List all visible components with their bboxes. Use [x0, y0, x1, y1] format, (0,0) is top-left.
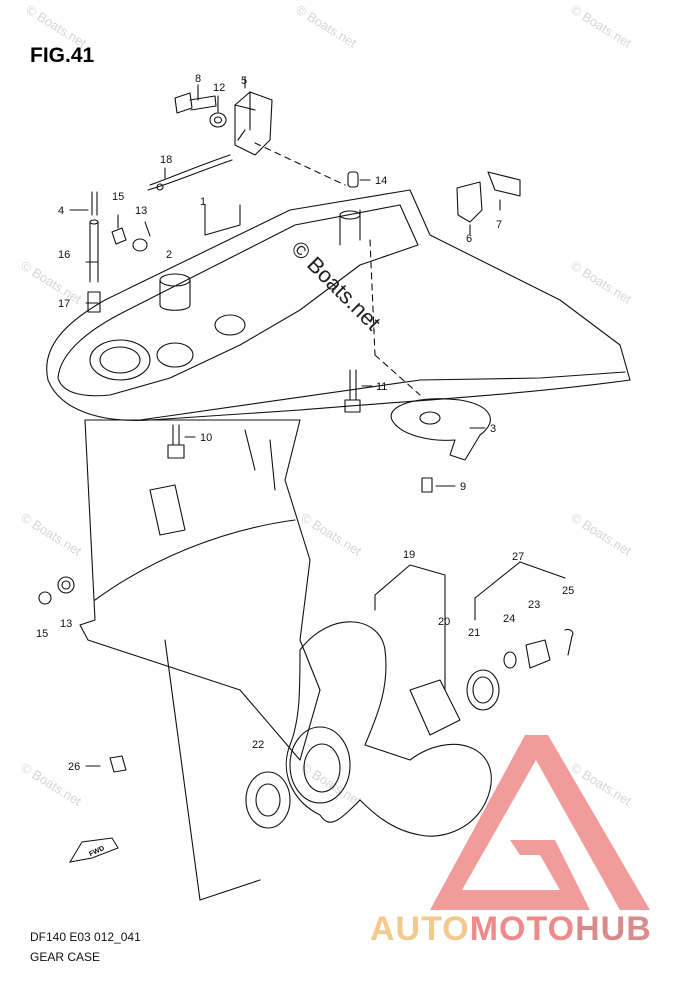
watermark: © Boats.net: [298, 510, 364, 559]
watermark: © Boats.net: [293, 2, 359, 51]
figure-code: DF140 E03 012_041: [30, 930, 141, 944]
callout-5: 5: [241, 75, 247, 87]
callout-1: 1: [200, 196, 206, 208]
watermark-group: © Boats.net © Boats.net © Boats.net © Bo…: [18, 2, 634, 809]
callout-14: 14: [375, 175, 387, 187]
trim-tab: [390, 398, 491, 461]
brand-part-auto: AUTO: [370, 910, 470, 948]
callout-12: 12: [213, 82, 225, 94]
brand-part-hub: HUB: [575, 910, 652, 948]
deck-bore: [89, 339, 151, 381]
callout-11: 11: [376, 381, 387, 393]
callout-labels: 1 2 3 4 5 6 7 8 9 10 11 12 13 14 15 16 1…: [36, 73, 574, 773]
callout-17: 17: [58, 298, 70, 310]
brand-logo-triangle: [430, 735, 650, 910]
watermark: © Boats.net: [568, 258, 634, 307]
watermark: © Boats.net: [23, 2, 89, 51]
brand-part-moto: MOTO: [469, 910, 576, 948]
callout-15b: 15: [36, 628, 48, 640]
callout-8: 8: [195, 73, 201, 85]
callout-7: 7: [496, 219, 502, 231]
callout-18: 18: [160, 154, 172, 166]
callout-15: 15: [112, 191, 124, 203]
watermark: © Boats.net: [18, 510, 84, 559]
callout-27: 27: [512, 551, 524, 563]
callout-6: 6: [466, 233, 472, 245]
callout-13: 13: [135, 205, 147, 217]
callout-16: 16: [58, 249, 70, 261]
watermark: © Boats.net: [568, 2, 634, 51]
callout-26: 26: [68, 761, 80, 773]
callout-10: 10: [200, 432, 212, 444]
callout-4: 4: [58, 205, 64, 217]
callout-22: 22: [252, 739, 264, 751]
callout-25: 25: [562, 585, 574, 597]
figure-title: FIG.41: [30, 44, 95, 67]
callout-21: 21: [468, 627, 480, 639]
callout-24: 24: [503, 613, 515, 625]
figure-name: GEAR CASE: [30, 950, 101, 964]
gear-case-housing: [46, 189, 631, 421]
watermark: © Boats.net: [18, 258, 84, 307]
fwd-arrow-icon: FWD: [69, 837, 119, 863]
callout-3: 3: [490, 423, 496, 435]
callout-13b: 13: [60, 618, 72, 630]
callout-20: 20: [438, 616, 450, 628]
callout-23: 23: [528, 599, 540, 611]
propeller: [285, 621, 492, 837]
callout-19: 19: [403, 549, 415, 561]
brand-wordmark: AUTOMOTOHUB: [370, 910, 652, 949]
callout-9: 9: [460, 481, 466, 493]
watermark: © Boats.net: [568, 510, 634, 559]
callout-2: 2: [166, 249, 172, 261]
